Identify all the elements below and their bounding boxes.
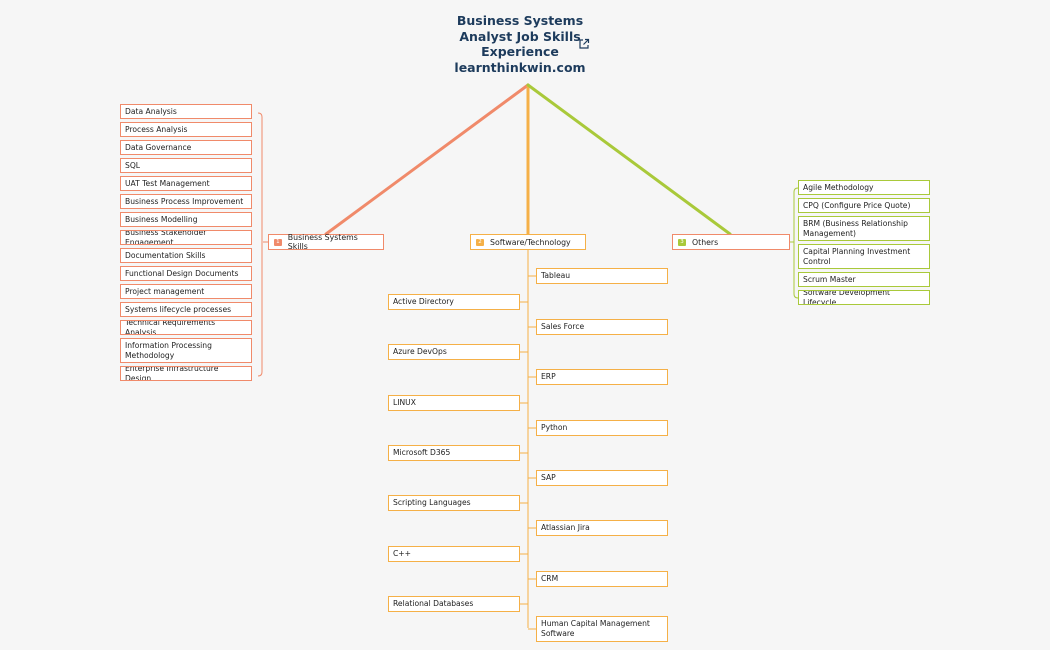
root-topic-title[interactable]: Business Systems Analyst Job Skills Expe… (440, 13, 600, 75)
topic-capital-planning-investment-control[interactable]: Capital Planning Investment Control (798, 244, 930, 269)
topic-cpq[interactable]: CPQ (Configure Price Quote) (798, 198, 930, 213)
branch-number-badge: 2 (476, 238, 484, 246)
topic-python[interactable]: Python (536, 420, 668, 436)
branch-label: Business Systems Skills (287, 233, 358, 251)
topic-documentation-skills[interactable]: Documentation Skills (120, 248, 252, 263)
topic-erp[interactable]: ERP (536, 369, 668, 385)
branch-software-technology[interactable]: 2 Software/Technology (470, 234, 586, 250)
branch-others[interactable]: 3 Others (672, 234, 790, 250)
topic-process-analysis[interactable]: Process Analysis (120, 122, 252, 137)
topic-scrum-master[interactable]: Scrum Master (798, 272, 930, 287)
topic-azure-devops[interactable]: Azure DevOps (388, 344, 520, 360)
branch-label: Others (692, 237, 719, 247)
root-title-line-2: Analyst Job Skills (459, 28, 581, 44)
topic-human-capital-management-software[interactable]: Human Capital Management Software (536, 616, 668, 642)
topic-sap[interactable]: SAP (536, 470, 668, 486)
topic-data-governance[interactable]: Data Governance (120, 140, 252, 155)
topic-active-directory[interactable]: Active Directory (388, 294, 520, 310)
topic-technical-requirements-analysis[interactable]: Technical Requirements Analysis (120, 320, 252, 335)
branch-label: Software/Technology (490, 237, 571, 247)
branch-number-badge: 3 (678, 238, 686, 246)
root-to-branch-3-connector (526, 83, 732, 236)
branch-3-bracket (790, 187, 799, 299)
topic-uat-test-management[interactable]: UAT Test Management (120, 176, 252, 191)
topic-data-analysis[interactable]: Data Analysis (120, 104, 252, 119)
topic-enterprise-infrastructure-design[interactable]: Enterprise Infrastructure Design (120, 366, 252, 381)
topic-business-stakeholder-engagement[interactable]: Business Stakeholder Engagement (120, 230, 252, 245)
root-title-line-3: Experience (481, 44, 559, 59)
topic-scripting-languages[interactable]: Scripting Languages (388, 495, 520, 511)
root-title-line-1: Business Systems (456, 13, 584, 28)
topic-business-process-improvement[interactable]: Business Process Improvement (120, 194, 252, 209)
topic-systems-lifecycle-processes[interactable]: Systems lifecycle processes (120, 302, 252, 317)
branch-2-item-connectors (520, 275, 536, 630)
topic-tableau[interactable]: Tableau (536, 268, 668, 284)
topic-atlassian-jira[interactable]: Atlassian Jira (536, 520, 668, 536)
topic-sql[interactable]: SQL (120, 158, 252, 173)
topic-agile-methodology[interactable]: Agile Methodology (798, 180, 930, 195)
topic-crm[interactable]: CRM (536, 571, 668, 587)
topic-sales-force[interactable]: Sales Force (536, 319, 668, 335)
topic-project-management[interactable]: Project management (120, 284, 252, 299)
root-to-branch-1-connector (324, 83, 530, 236)
topic-business-modelling[interactable]: Business Modelling (120, 212, 252, 227)
branch-number-badge: 1 (274, 238, 282, 246)
topic-linux[interactable]: LINUX (388, 395, 520, 411)
topic-software-development-lifecycle[interactable]: Software Development Lifecycle (798, 290, 930, 305)
topic-functional-design-documents[interactable]: Functional Design Documents (120, 266, 252, 281)
topic-microsoft-d365[interactable]: Microsoft D365 (388, 445, 520, 461)
external-link-icon[interactable] (578, 38, 590, 50)
topic-cpp[interactable]: C++ (388, 546, 520, 562)
root-title-line-4: learnthinkwin.com (454, 59, 586, 75)
branch-business-systems-skills[interactable]: 1 Business Systems Skills (268, 233, 384, 251)
topic-brm[interactable]: BRM (Business Relationship Management) (798, 216, 930, 241)
topic-information-processing-methodology[interactable]: Information Processing Methodology (120, 338, 252, 363)
branch-1-bracket (257, 112, 268, 377)
topic-relational-databases[interactable]: Relational Databases (388, 596, 520, 612)
